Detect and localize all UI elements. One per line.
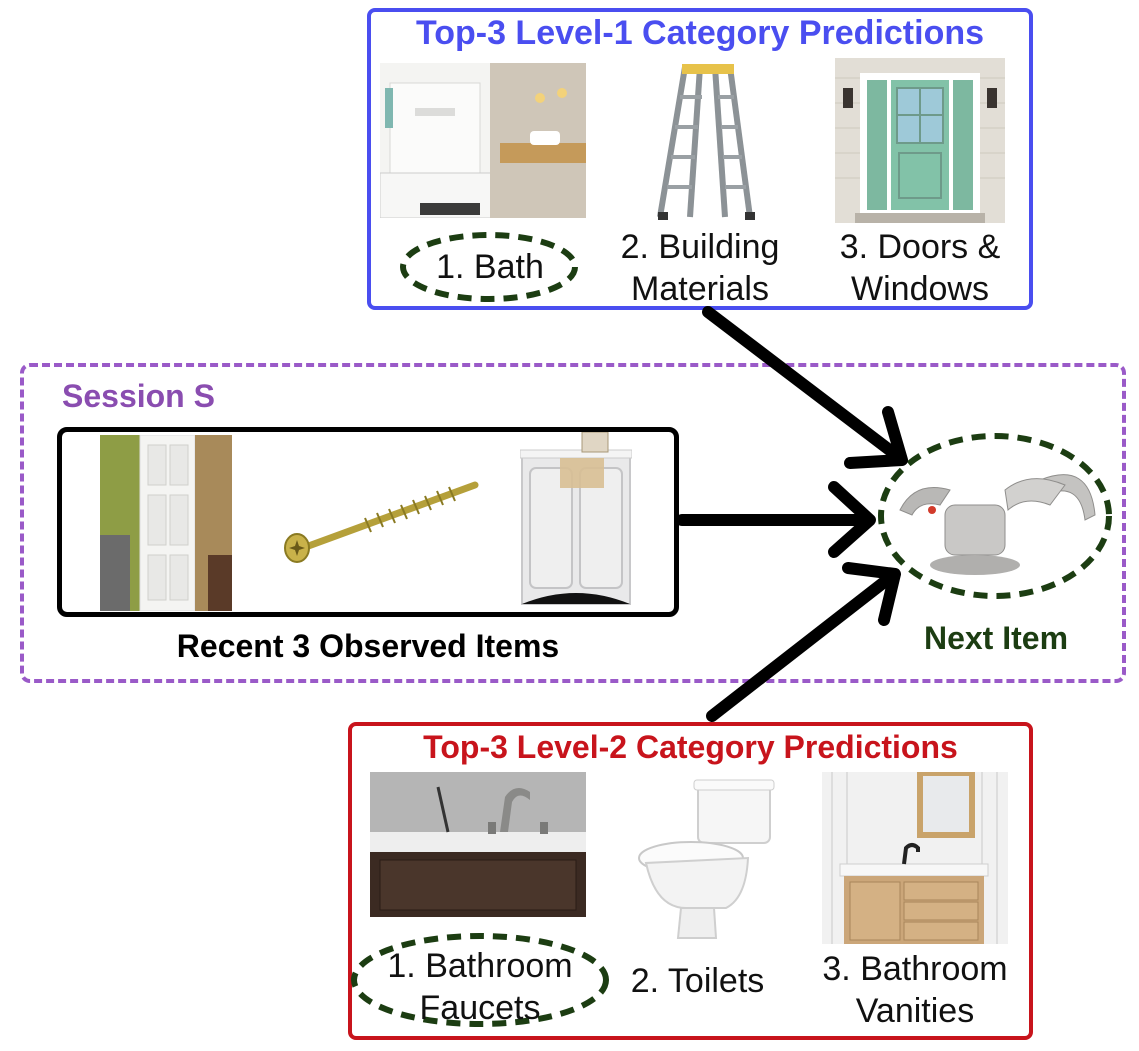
toilet-image <box>636 778 776 943</box>
label-line1: 3. Bathroom <box>822 950 1008 988</box>
next-item-faucet-image <box>890 450 1100 580</box>
door-image <box>835 58 1005 223</box>
arrow-level1-to-next <box>702 306 906 464</box>
level1-item-building-materials-label: 2. Building Materials <box>605 226 795 310</box>
observed-items-label: Recent 3 Observed Items <box>176 628 560 664</box>
next-item-label: Next Item <box>923 620 1069 656</box>
bathroom-vanities-image <box>822 772 1008 944</box>
session-box <box>20 363 1126 683</box>
level1-title: Top-3 Level-1 Category Predictions <box>415 14 985 52</box>
level1-item-bath-label: 1. Bath <box>436 248 544 286</box>
next-item-highlight-ellipse <box>878 433 1112 599</box>
bath-image <box>380 63 586 218</box>
label-line2: Materials <box>631 270 769 308</box>
label-line2: Faucets <box>419 989 541 1027</box>
level2-title: Top-3 Level-2 Category Predictions <box>423 729 958 765</box>
level1-predictions-box <box>367 8 1033 310</box>
level2-item-toilets-label: 2. Toilets <box>630 962 765 1000</box>
level1-item-doors-windows-label: 3. Doors & Windows <box>825 226 1015 310</box>
arrow-level2-to-next <box>706 570 898 722</box>
level2-item-bathroom-vanities-label: 3. Bathroom Vanities <box>800 948 1030 1032</box>
label-line2: Windows <box>851 270 989 308</box>
label-line2: Vanities <box>855 992 975 1030</box>
observed-screw-image <box>275 470 480 570</box>
label-line1: 1. Bathroom <box>387 947 573 985</box>
observed-door-image <box>100 435 232 611</box>
arrow-observed-head <box>828 481 876 558</box>
arrow-level2-head <box>842 562 901 626</box>
bathroom-faucets-highlight-ellipse <box>351 933 609 1027</box>
ladder-image <box>650 62 760 222</box>
label-line1: 3. Doors & <box>839 228 1001 266</box>
level2-predictions-box <box>348 722 1033 1040</box>
bath-highlight-ellipse <box>400 232 578 302</box>
session-label: Session S <box>62 378 215 414</box>
arrow-level1-head <box>844 406 908 469</box>
observed-vanity-image <box>520 432 632 608</box>
level2-item-bathroom-faucets-label: 1. Bathroom Faucets <box>360 945 600 1029</box>
bathroom-faucets-image <box>370 772 586 917</box>
label-line1: 2. Building <box>620 228 780 266</box>
